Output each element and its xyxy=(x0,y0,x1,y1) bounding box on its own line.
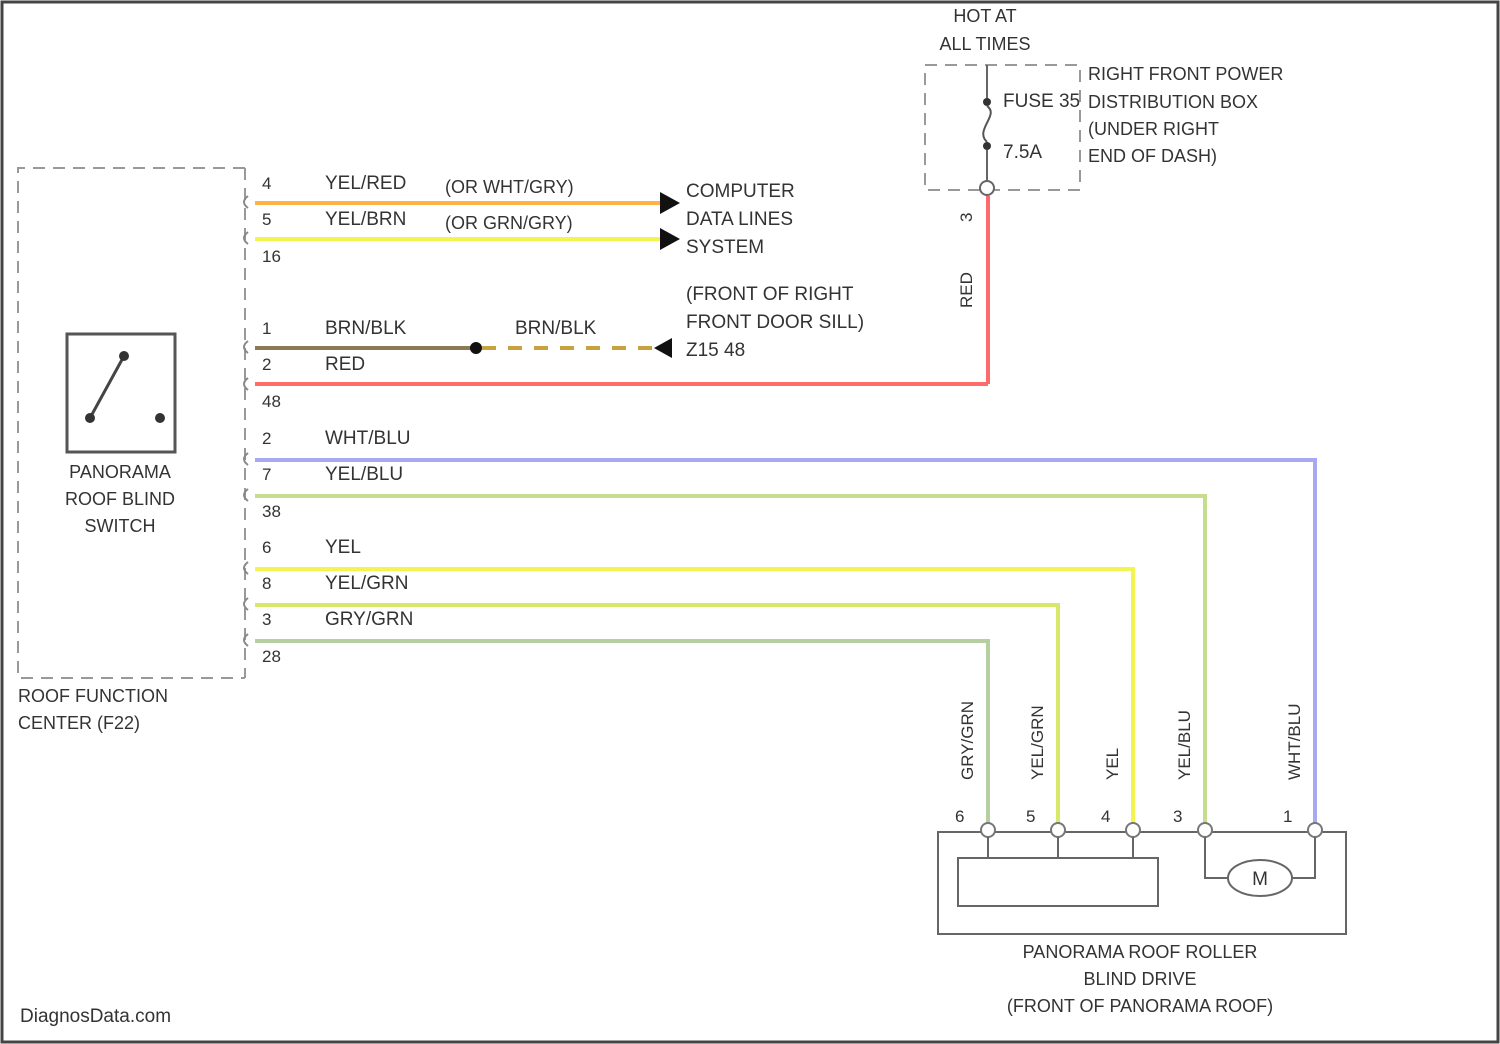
wire-label: YEL/GRN xyxy=(325,573,408,594)
roller-blind-drive: GRY/GRN YEL/GRN YEL YEL/BLU WHT/BLU 6 5 … xyxy=(938,701,1346,1016)
pin-number: 3 xyxy=(1173,807,1182,826)
wire-label: GRY/GRN xyxy=(325,609,413,630)
module-name-2: CENTER (F22) xyxy=(18,713,140,733)
pin-number: 28 xyxy=(262,647,281,666)
wire-label: YEL/BRN xyxy=(325,209,406,230)
drive-name-3: (FRONT OF PANORAMA ROOF) xyxy=(1007,996,1273,1016)
fuse-output-wire-label: RED xyxy=(957,272,976,308)
wire-label-alt: (OR GRN/GRY) xyxy=(445,213,573,233)
destination-label-2: DATA LINES xyxy=(686,209,793,230)
wire-label: RED xyxy=(325,354,365,375)
switch-name-1: PANORAMA xyxy=(69,462,171,482)
pin-number: 6 xyxy=(262,538,271,557)
pin-number: 16 xyxy=(262,247,281,266)
switch-blade-icon xyxy=(90,356,124,418)
pin-number: 2 xyxy=(262,429,271,448)
motor-symbol: M xyxy=(1252,869,1268,890)
fuse-box-name-3: (UNDER RIGHT xyxy=(1088,119,1219,139)
drive-housing xyxy=(938,832,1346,934)
drive-wire-label: YEL xyxy=(1103,748,1122,780)
drive-wire-label: YEL/BLU xyxy=(1175,710,1194,780)
fuse-box: HOT AT ALL TIMES FUSE 35 7.5A RIGHT FRON… xyxy=(925,6,1283,308)
wire-label: BRN/BLK xyxy=(515,318,597,339)
ground-location-1: (FRONT OF RIGHT xyxy=(686,284,854,305)
fuse-icon xyxy=(983,106,991,142)
switch-contact-2 xyxy=(119,351,129,361)
ground-id: Z15 48 xyxy=(686,340,745,361)
pin-number: 2 xyxy=(262,355,271,374)
module-outline xyxy=(18,168,245,678)
ground-location-2: FRONT DOOR SILL) xyxy=(686,312,864,333)
fuse-box-name-1: RIGHT FRONT POWER xyxy=(1088,64,1283,84)
pin-number: 1 xyxy=(262,319,271,338)
fuse-label: FUSE 35 xyxy=(1003,91,1080,112)
motor-wires xyxy=(255,460,1315,828)
drive-connector xyxy=(1051,823,1065,837)
pin-number: 1 xyxy=(1283,807,1292,826)
pin-number: 5 xyxy=(262,210,271,229)
roof-function-center: PANORAMA ROOF BLIND SWITCH ROOF FUNCTION… xyxy=(18,168,245,733)
drive-wire-label: WHT/BLU xyxy=(1285,704,1304,781)
wire-label: YEL/RED xyxy=(325,173,406,194)
drive-name-1: PANORAMA ROOF ROLLER xyxy=(1023,942,1258,962)
switch-name-3: SWITCH xyxy=(85,516,156,536)
wire-label: BRN/BLK xyxy=(325,318,407,339)
drive-control-module xyxy=(958,858,1158,906)
fuse-rating: 7.5A xyxy=(1003,142,1042,163)
wire-yel-grn xyxy=(255,605,1058,828)
module-name-1: ROOF FUNCTION xyxy=(18,686,168,706)
pin-number: 8 xyxy=(262,574,271,593)
drive-connector xyxy=(981,823,995,837)
switch-contact-3 xyxy=(155,413,165,423)
pin-number: 38 xyxy=(262,502,281,521)
wire-gry-grn xyxy=(255,641,988,828)
splice-dot xyxy=(470,342,482,354)
motor-wire-labels: 2 7 38 6 8 3 28 WHT/BLU YEL/BLU YEL YEL/… xyxy=(262,428,413,666)
fuse-output-pin: 3 xyxy=(957,213,976,222)
switch-contact-1 xyxy=(85,413,95,423)
pin-number: 5 xyxy=(1026,807,1035,826)
wire-label: WHT/BLU xyxy=(325,428,411,449)
wire-label-alt: (OR WHT/GRY) xyxy=(445,177,574,197)
drive-connector xyxy=(1308,823,1322,837)
switch-name-2: ROOF BLIND xyxy=(65,489,175,509)
ground-icon xyxy=(654,338,672,358)
drive-wire-label: GRY/GRN xyxy=(958,701,977,780)
wire-yel xyxy=(255,569,1133,828)
wire-wht-blu xyxy=(255,460,1315,828)
wire-yel-blu xyxy=(255,496,1205,828)
fuse-box-name-4: END OF DASH) xyxy=(1088,146,1217,166)
pin-number: 48 xyxy=(262,392,281,411)
drive-wire-label: YEL/GRN xyxy=(1028,705,1047,780)
arrow-icon xyxy=(660,228,680,250)
hot-label-2: ALL TIMES xyxy=(939,34,1030,54)
drive-connector xyxy=(1198,823,1212,837)
drive-connector xyxy=(1126,823,1140,837)
pin-number: 6 xyxy=(955,807,964,826)
pin-number: 4 xyxy=(1101,807,1110,826)
destination-label-3: SYSTEM xyxy=(686,237,764,258)
hot-label-1: HOT AT xyxy=(953,6,1016,26)
pin-number: 7 xyxy=(262,465,271,484)
fuse-terminal-top xyxy=(983,98,991,106)
data-wires: 4 5 16 YEL/RED (OR WHT/GRY) YEL/BRN (OR … xyxy=(255,173,795,266)
pin-number: 4 xyxy=(262,174,271,193)
watermark: DiagnosData.com xyxy=(20,1006,171,1027)
wire-label: YEL/BLU xyxy=(325,464,403,485)
switch-box xyxy=(67,334,175,452)
fuse-box-outline xyxy=(925,65,1080,190)
fuse-box-name-2: DISTRIBUTION BOX xyxy=(1088,92,1258,112)
pin-number: 3 xyxy=(262,610,271,629)
drive-name-2: BLIND DRIVE xyxy=(1083,969,1196,989)
arrow-icon xyxy=(660,192,680,214)
destination-label-1: COMPUTER xyxy=(686,181,795,202)
fuse-output-connector xyxy=(980,181,994,195)
wire-label: YEL xyxy=(325,537,361,558)
fuse-terminal-bottom xyxy=(983,142,991,150)
